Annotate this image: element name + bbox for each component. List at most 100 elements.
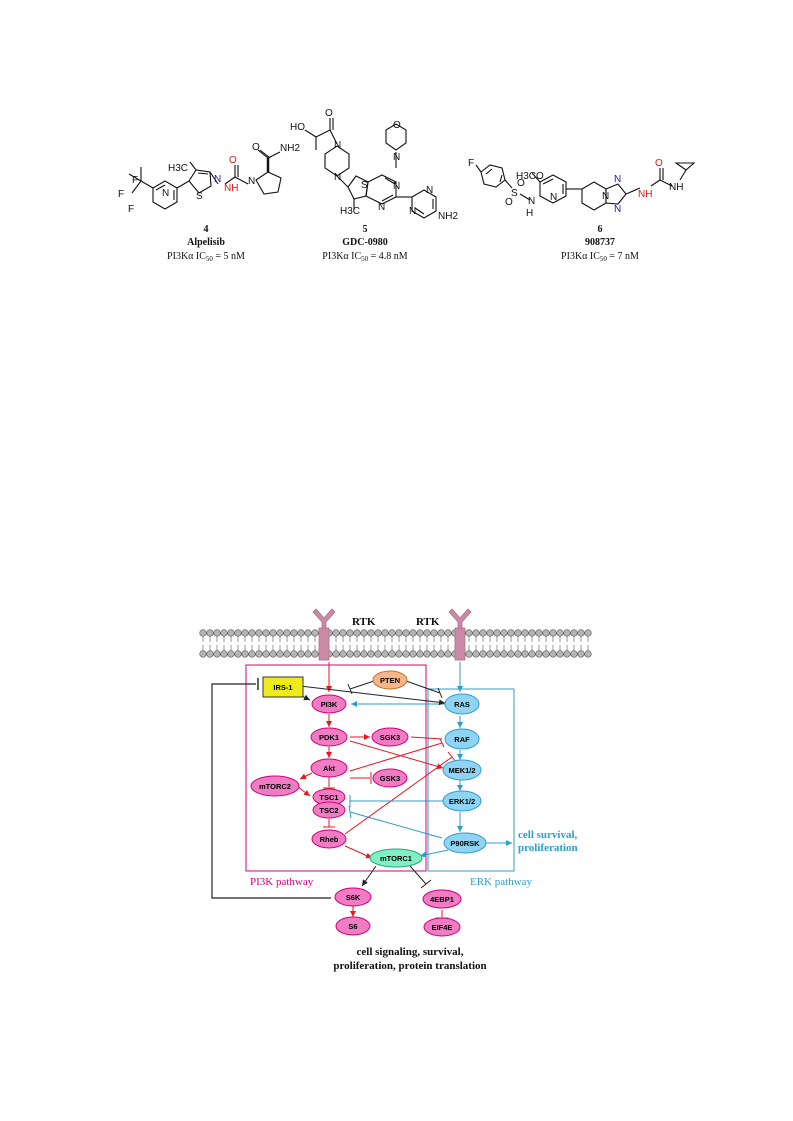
morpholine-ring: [385, 123, 407, 151]
rtk-right-label: RTK: [416, 616, 440, 628]
rtk-left-label: RTK: [352, 616, 376, 628]
node-eif4e: [423, 917, 461, 937]
pyrimidine-ring: [365, 174, 397, 205]
pyridine-ring: [539, 174, 567, 204]
node-rheb: [311, 829, 347, 849]
atom-label: N: [334, 172, 341, 183]
cyclopropyl-ring: [674, 162, 696, 171]
receptor-rtk-right: [448, 608, 472, 661]
compound-6-caption: 6 908737 PI3Kα IC50 = 7 nM: [561, 224, 639, 263]
atom-label: N: [550, 192, 557, 203]
pyridine-ring: [152, 180, 178, 210]
node-mtorc1-label: mTORC1: [380, 854, 412, 863]
node-pdk1: [310, 727, 348, 747]
node-sgk3: [371, 727, 409, 747]
node-pi3k-label: PI3K: [321, 700, 338, 709]
atom-label: H3CO: [516, 171, 544, 182]
node-mek12-label: MEK1/2: [448, 766, 475, 775]
compound-6-structure: [475, 162, 696, 211]
node-akt-label: Akt: [323, 764, 336, 773]
atom-label: NH: [638, 189, 652, 200]
atom-label: NH: [224, 183, 238, 194]
compound-name: GDC-0980: [342, 237, 388, 248]
node-p90rsk: [443, 832, 487, 854]
node-akt: [310, 758, 348, 778]
atom-label: N: [393, 181, 400, 192]
compound-4-caption: 4 Alpelisib PI3Kα IC50 = 5 nM: [167, 224, 245, 263]
erk-arrows: [348, 662, 512, 858]
compound-5-structure: [304, 118, 437, 219]
pathway-nodes: IRS-1 PTEN PI3K RAS PDK1 SGK3 RAF Akt mT…: [250, 670, 487, 937]
atom-label: S: [511, 188, 518, 199]
atom-label: N: [393, 152, 400, 163]
aminopyrimidine-ring: [411, 189, 437, 219]
atom-label: H3C: [168, 163, 188, 174]
erk-pathway-label: ERK pathway: [470, 876, 533, 888]
node-mek12: [442, 759, 482, 781]
atom-label: O: [393, 120, 401, 131]
node-raf-label: RAF: [454, 735, 470, 744]
node-tsc2: [312, 801, 346, 819]
atom-label: N: [409, 206, 416, 217]
thiazole-ring: [188, 169, 212, 194]
atom-label: N: [162, 188, 169, 199]
node-pi3k: [311, 694, 347, 714]
node-erk12-label: ERK1/2: [449, 797, 475, 806]
pyrrolidine-ring: [255, 171, 282, 195]
atom-label: S: [196, 191, 203, 202]
node-p90rsk-label: P90RSK: [450, 839, 480, 848]
node-pten-label: PTEN: [380, 676, 400, 685]
survival-label-line1: cell survival,: [518, 829, 578, 841]
atom-label: HO: [290, 122, 305, 133]
compound-4-atoms: N F F F H3C N S NH O N O NH2: [118, 142, 300, 215]
compound-4-structure: [128, 149, 282, 210]
node-mtorc1: [369, 848, 423, 868]
atom-label: NH2: [280, 143, 300, 154]
compound-number: 5: [363, 224, 368, 235]
atom-label: O: [229, 155, 237, 166]
atom-label: H3C: [340, 206, 360, 217]
node-ras-label: RAS: [454, 700, 470, 709]
triazole-ring: [605, 183, 627, 205]
node-pten: [372, 670, 408, 690]
compound-activity: PI3Kα IC50 = 7 nM: [561, 251, 639, 263]
node-pdk1-label: PDK1: [319, 733, 339, 742]
atom-label: O: [325, 108, 333, 119]
node-irs1: [262, 676, 304, 698]
pi3k-arrows: [297, 662, 457, 919]
compound-6-atoms: F H3CO S O O N H N N N N NH O NH: [468, 158, 683, 219]
node-tsc2-label: TSC2: [319, 806, 338, 815]
atom-label: O: [655, 158, 663, 169]
node-gsk3-label: GSK3: [380, 774, 400, 783]
atom-label: S: [361, 180, 368, 191]
node-4ebp1: [422, 889, 462, 909]
atom-label: N: [528, 196, 535, 207]
pi3k-pathway-box: [245, 664, 427, 872]
node-s6: [335, 916, 371, 936]
erk-pathway-box: [427, 688, 515, 872]
atom-label: H: [526, 208, 533, 219]
node-mtorc2: [250, 775, 300, 797]
node-rheb-label: Rheb: [320, 835, 339, 844]
atom-label: N: [334, 140, 341, 151]
node-gsk3: [372, 768, 408, 788]
node-4ebp1-label: 4EBP1: [430, 895, 454, 904]
atom-label: F: [468, 158, 474, 169]
atom-label: N: [602, 191, 609, 202]
compound-name: Alpelisib: [187, 237, 225, 248]
outcome-label-line2: proliferation, protein translation: [333, 960, 486, 972]
compound-5-caption: 5 GDC-0980 PI3Kα IC50 = 4.8 nM: [322, 224, 407, 263]
atom-label: F: [118, 189, 124, 200]
outcome-label-line1: cell signaling, survival,: [357, 946, 464, 958]
compound-number: 6: [598, 224, 603, 235]
atom-label: N: [426, 185, 433, 196]
survival-label-line2: proliferation: [518, 842, 578, 854]
node-erk12: [442, 790, 482, 812]
atom-label: N: [614, 204, 621, 215]
atom-label: F: [132, 175, 138, 186]
atom-label: N: [248, 176, 255, 187]
compound-activity: PI3Kα IC50 = 5 nM: [167, 251, 245, 263]
feedback-line-s6k-irs1: [211, 683, 331, 899]
cell-membrane: [199, 629, 592, 658]
